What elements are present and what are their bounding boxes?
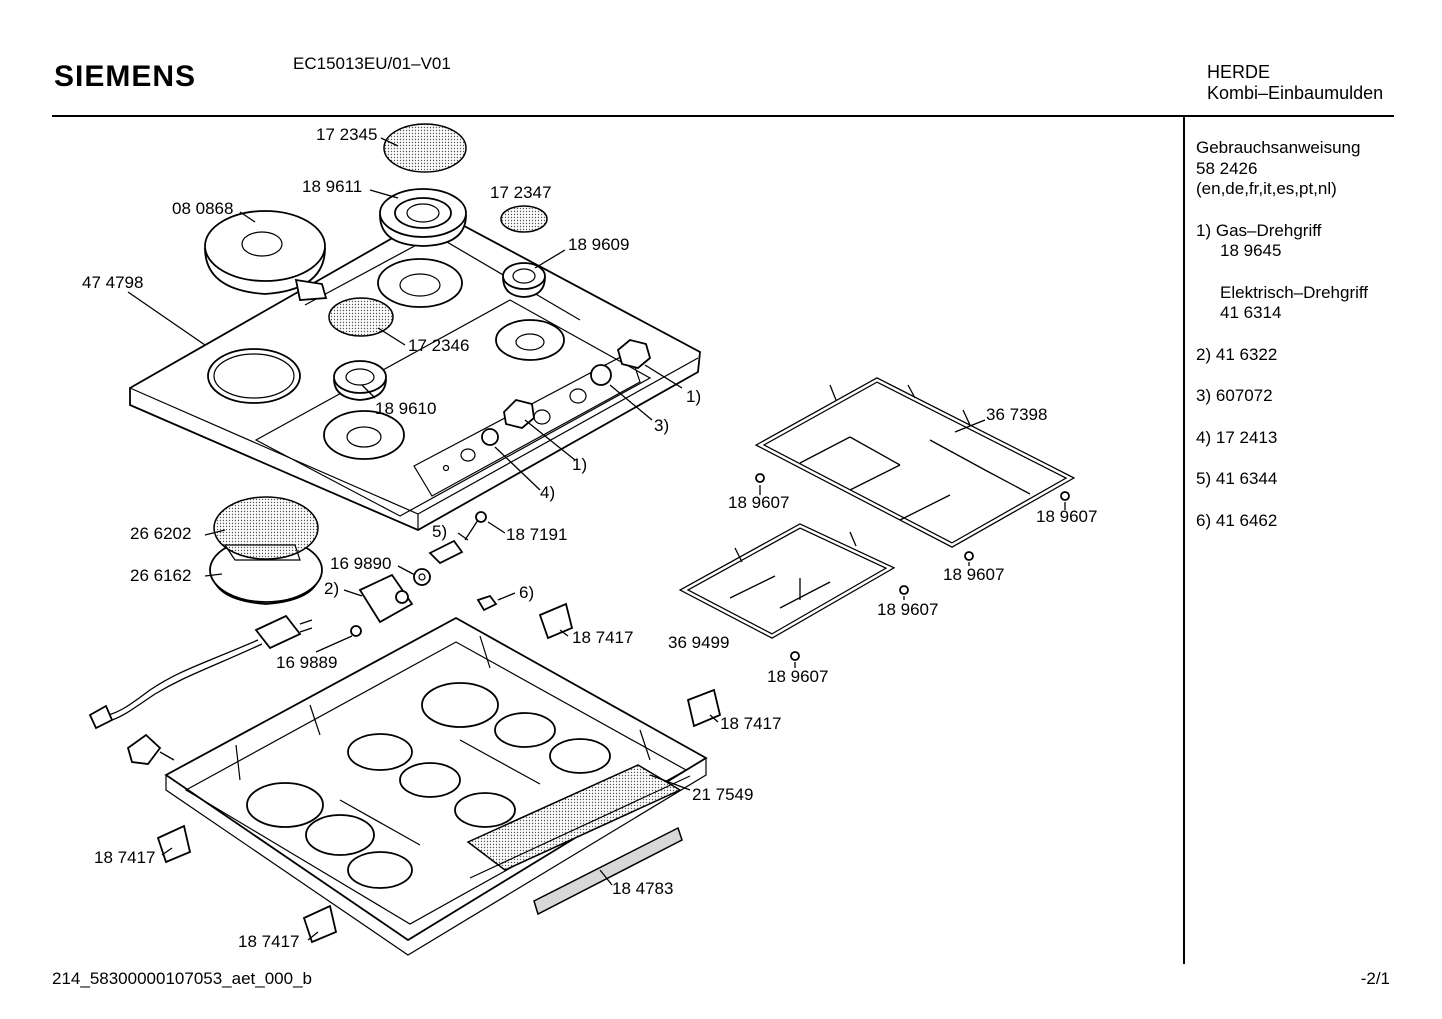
label-187417-c: 18 7417 (94, 848, 155, 867)
label-189610: 18 9610 (375, 399, 436, 418)
label-189607-a: 18 9607 (728, 493, 789, 512)
manual-number: 58 2426 (1196, 158, 1258, 178)
brand-logo: SIEMENS (54, 60, 197, 93)
label-note-5: 5) (432, 522, 447, 541)
label-187417-d: 18 7417 (238, 932, 299, 951)
note-spacer (1196, 262, 1368, 283)
manual-langs: (en,de,fr,it,es,pt,nl) (1196, 179, 1337, 198)
label-note-2: 2) (324, 579, 339, 598)
label-189607-d: 18 9607 (877, 600, 938, 619)
note-number: 1) (1196, 220, 1212, 240)
label-187191: 18 7191 (506, 525, 567, 544)
small-components (350, 511, 498, 637)
sidebar-notes: Gebrauchsanweisung 58 2426 (en,de,fr,it,… (1196, 138, 1368, 552)
label-189607-e: 18 9607 (767, 667, 828, 686)
power-cable (88, 614, 313, 765)
label-474798: 47 4798 (82, 273, 143, 292)
manual-title: Gebrauchsanweisung (1196, 138, 1361, 157)
label-note-1b: 1) (572, 455, 587, 474)
label-184783: 18 4783 (612, 879, 673, 898)
document-id: 214_58300000107053_aet_000_b (52, 969, 312, 988)
burner-large (379, 123, 467, 247)
exploded-parts-diagram: 17 2345 18 9611 17 2347 08 0868 18 9609 … (82, 123, 1097, 956)
category-line-2: Kombi–Einbaumulden (1207, 83, 1384, 103)
part-labels: 17 2345 18 9611 17 2347 08 0868 18 9609 … (82, 125, 1097, 951)
note-5: 5) 41 6344 (1196, 469, 1278, 488)
label-189607-c: 18 9607 (943, 565, 1004, 584)
label-note-3: 3) (654, 416, 669, 435)
note-text: 18 9645 (1220, 241, 1282, 260)
label-172347: 17 2347 (490, 183, 551, 202)
label-172345: 17 2345 (316, 125, 377, 144)
label-369499: 36 9499 (668, 633, 729, 652)
mounting-clips (156, 602, 722, 944)
note-4: 4) 17 2413 (1196, 427, 1278, 447)
model-number: EC15013EU/01–V01 (293, 54, 451, 73)
category: HERDE Kombi–Einbaumulden (1207, 62, 1383, 104)
note-text: Gas–Drehgriff (1215, 220, 1322, 240)
label-189607-b: 18 9607 (1036, 507, 1097, 526)
manual-info: Gebrauchsanweisung 58 2426 (en,de,fr,it,… (1196, 138, 1368, 200)
label-187417-a: 18 7417 (572, 628, 633, 647)
note-3: 3) 607072 (1196, 386, 1273, 405)
pan-support-small (678, 523, 896, 639)
sidebar-divider (1183, 116, 1185, 964)
note-text: Elektrisch–Drehgriff (1220, 282, 1369, 302)
label-note-1a: 1) (686, 387, 701, 406)
leader-lines (127, 137, 1066, 941)
label-217549: 21 7549 (692, 785, 753, 804)
base-tray (164, 616, 708, 956)
label-187417-b: 18 7417 (720, 714, 781, 733)
note-text: 41 6314 (1220, 303, 1282, 322)
electric-hotplate (204, 210, 328, 301)
category-line-1: HERDE (1207, 62, 1271, 82)
label-169889: 16 9889 (276, 653, 337, 672)
label-note-4: 4) (540, 483, 555, 502)
rubber-feet (755, 473, 1070, 661)
label-266202: 26 6202 (130, 524, 191, 543)
reflector-rings (209, 496, 323, 605)
label-169890: 16 9890 (330, 554, 391, 573)
page-number: -2/1 (1360, 969, 1390, 988)
note-6: 6) 41 6462 (1196, 510, 1278, 530)
burner-auxiliary (502, 262, 546, 298)
label-189609: 18 9609 (568, 235, 629, 254)
label-note-6: 6) (519, 583, 534, 602)
burner-cap-small (500, 205, 548, 233)
label-080868: 08 0868 (172, 199, 233, 218)
burner-medium (333, 360, 387, 401)
label-367398: 36 7398 (986, 405, 1047, 424)
burner-cap-medium (328, 297, 394, 337)
header-divider (52, 115, 1394, 117)
label-189611: 18 9611 (302, 177, 362, 196)
label-266162: 26 6162 (130, 566, 191, 585)
seal-strip (533, 826, 683, 916)
note-1: 1) Gas–Drehgriff 18 9645 Elektrisch–Dreh… (1196, 221, 1368, 324)
note-2: 2) 41 6322 (1196, 344, 1278, 364)
label-172346: 17 2346 (408, 336, 469, 355)
pan-support-large (754, 377, 1076, 548)
